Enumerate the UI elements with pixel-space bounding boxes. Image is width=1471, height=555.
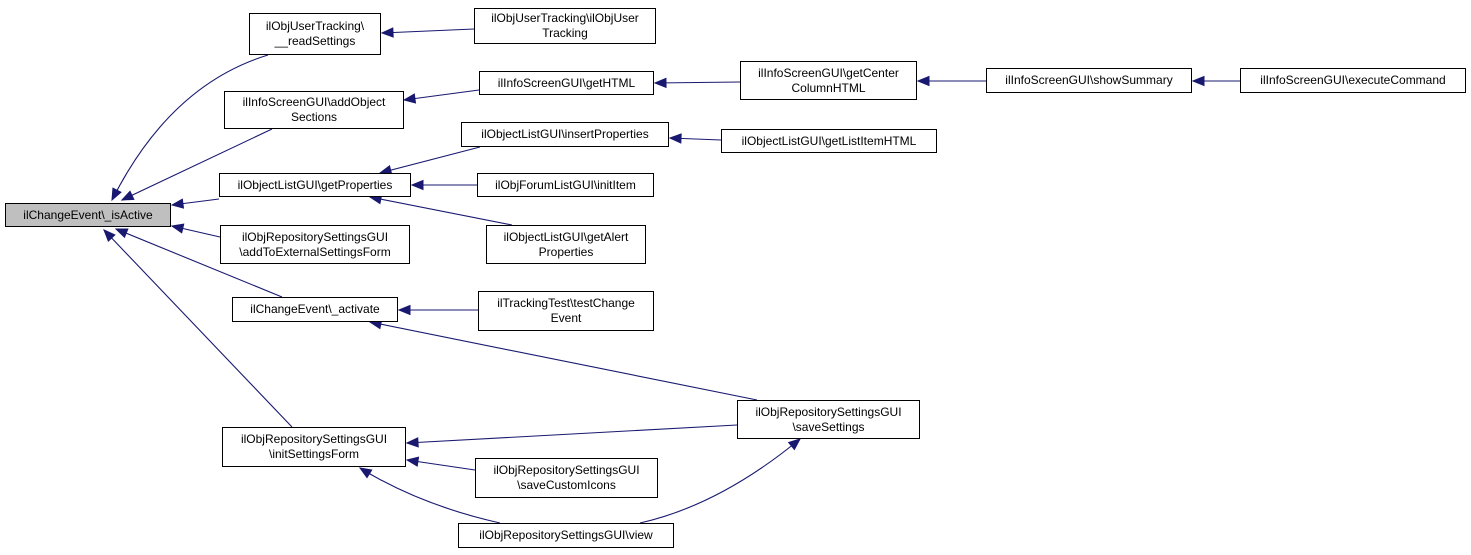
node-label-line: ColumnHTML bbox=[791, 80, 866, 95]
node-label-line: \addToExternalSettingsForm bbox=[239, 244, 391, 259]
node-ilinfoscreengui-executecommand[interactable]: ilInfoScreenGUI\executeCommand bbox=[1240, 68, 1466, 93]
node-ilobjrepositorysettingsgui-view[interactable]: ilObjRepositorySettingsGUI\view bbox=[458, 523, 674, 548]
node-ilchangeevent-activate[interactable]: ilChangeEvent\_activate bbox=[232, 297, 398, 322]
arrowhead-getProperties-to-root bbox=[170, 198, 185, 209]
node-ilobjrepositorysettingsgui-savecustomicons[interactable]: ilObjRepositorySettingsGUI\saveCustomIco… bbox=[475, 458, 658, 498]
node-label-line: \saveCustomIcons bbox=[517, 478, 616, 492]
node-label-line: ilObjectListGUI\insertProperties bbox=[481, 127, 649, 141]
node-label-line: ilObjForumListGUI\initItem bbox=[495, 177, 636, 192]
node-label-line: ilTrackingTest\testChange bbox=[497, 296, 635, 310]
arrowhead-showSummary-to-getCenterColumnHTML bbox=[916, 75, 930, 87]
node-label-line: ilInfoScreenGUI\executeCommand bbox=[1260, 73, 1446, 87]
edge-activate-to-root bbox=[115, 228, 283, 298]
node-label-line: ilObjUserTracking\ilObjUser bbox=[491, 11, 639, 25]
arrowhead-executeCommand-to-showSummary bbox=[1191, 75, 1205, 87]
node-label-line: ilObjRepositorySettingsGUI bbox=[240, 432, 388, 446]
node-label-line: \saveSettings bbox=[792, 419, 865, 434]
node-label-line: Tracking bbox=[542, 26, 588, 40]
node-ilobjectlistgui-getproperties[interactable]: ilObjectListGUI\getProperties bbox=[219, 173, 411, 197]
node-ilobjectlistgui-insertproperties[interactable]: ilObjectListGUI\insertProperties bbox=[461, 122, 669, 147]
arrowhead-getCenterColumnHTML-to-getHTML bbox=[653, 77, 667, 89]
edge-saveSettings-to-activate bbox=[369, 321, 758, 401]
node-label-line: ilInfoScreenGUI\getHTML bbox=[497, 75, 636, 90]
arrowhead-saveSettings-to-initSettingsForm bbox=[405, 437, 419, 448]
edge-initSettingsForm-to-root bbox=[103, 229, 293, 428]
node-ilobjforumlistgui-inititem[interactable]: ilObjForumListGUI\initItem bbox=[477, 173, 654, 197]
arrowhead-addToExternalSettingsForm-to-root bbox=[170, 223, 185, 234]
edge-view-to-initSettingsForm bbox=[359, 467, 501, 524]
edge-getHTML-to-addObjectSections bbox=[403, 89, 480, 101]
edge-userTracking-to-readSettings bbox=[381, 28, 475, 34]
node-label-line: Properties bbox=[538, 244, 594, 259]
node-ilobjrepositorysettingsgui-savesettings[interactable]: ilObjRepositorySettingsGUI\saveSettings bbox=[737, 400, 920, 439]
arrowhead-activate-to-root bbox=[114, 228, 129, 239]
arrowhead-getListItemHTML-to-insertProperties bbox=[668, 133, 682, 144]
node-ilobjectlistgui-getlistitemhtml[interactable]: ilObjectListGUI\getListItemHTML bbox=[721, 129, 937, 153]
edge-view-to-saveSettings bbox=[639, 438, 801, 524]
node-label-line: ilInfoScreenGUI\showSummary bbox=[1005, 73, 1173, 87]
node-label-line: ilChangeEvent\_activate bbox=[250, 302, 380, 316]
arrowhead-saveCustomIcons-to-initSettingsForm bbox=[405, 456, 420, 467]
edge-insertProperties-to-getProperties bbox=[379, 146, 481, 174]
edge-addObjectSections-to-root bbox=[121, 128, 273, 201]
edge-getCenterColumnHTML-to-getHTML bbox=[654, 81, 741, 84]
arrowhead-view-to-saveSettings bbox=[787, 438, 802, 451]
arrowhead-forumInitItem-to-getProperties bbox=[410, 179, 424, 191]
node-label-line: \initSettingsForm bbox=[268, 447, 360, 461]
arrowhead-testChangeEvent-to-activate bbox=[397, 304, 411, 316]
node-ilinfoscreengui-showsummary[interactable]: ilInfoScreenGUI\showSummary bbox=[986, 68, 1192, 93]
node-ilchangeevent-isactive: ilChangeEvent\_isActive bbox=[5, 203, 171, 227]
node-label-line: Sections bbox=[290, 110, 338, 124]
node-ilobjrepositorysettingsgui-initsettingsform[interactable]: ilObjRepositorySettingsGUI\initSettingsF… bbox=[222, 427, 406, 467]
node-label-line: ilInfoScreenGUI\getCenter bbox=[758, 65, 899, 80]
node-label-line: __readSettings bbox=[274, 34, 356, 48]
arrowhead-addObjectSections-to-root bbox=[120, 190, 135, 201]
node-ilobjrepositorysettingsgui-addtoexternalsettingsform[interactable]: ilObjRepositorySettingsGUI\addToExternal… bbox=[220, 225, 410, 264]
node-label-line: ilObjectListGUI\getAlert bbox=[503, 229, 629, 244]
node-label-line: ilObjRepositorySettingsGUI bbox=[493, 463, 640, 477]
node-ilinfoscreengui-gethtml[interactable]: ilInfoScreenGUI\getHTML bbox=[479, 71, 654, 95]
node-label-line: ilObjectListGUI\getProperties bbox=[237, 177, 393, 192]
node-label-line: ilChangeEvent\_isActive bbox=[23, 207, 153, 222]
node-label-line: ilObjRepositorySettingsGUI\view bbox=[479, 528, 653, 542]
arrowhead-initSettingsForm-to-root bbox=[103, 229, 116, 242]
arrowhead-readSettings-to-root bbox=[111, 187, 122, 202]
node-ilobjusertracking-readsettings[interactable]: ilObjUserTracking\__readSettings bbox=[249, 13, 381, 55]
arrowhead-getHTML-to-addObjectSections bbox=[402, 93, 417, 104]
node-label-line: Event bbox=[550, 311, 582, 325]
arrowhead-view-to-initSettingsForm bbox=[358, 467, 373, 479]
node-label-line: ilObjUserTracking\ bbox=[265, 19, 365, 33]
node-label-line: ilObjRepositorySettingsGUI bbox=[241, 229, 389, 244]
edge-saveSettings-to-initSettingsForm bbox=[406, 424, 738, 444]
node-label-line: ilInfoScreenGUI\addObject bbox=[242, 95, 386, 109]
node-label-line: ilObjRepositorySettingsGUI bbox=[755, 404, 902, 419]
edge-readSettings-to-root bbox=[111, 54, 269, 201]
node-label-line: ilObjectListGUI\getListItemHTML bbox=[741, 133, 917, 148]
edge-getAlertProperties-to-getProperties bbox=[369, 196, 513, 226]
arrowhead-userTracking-to-readSettings bbox=[380, 27, 394, 38]
